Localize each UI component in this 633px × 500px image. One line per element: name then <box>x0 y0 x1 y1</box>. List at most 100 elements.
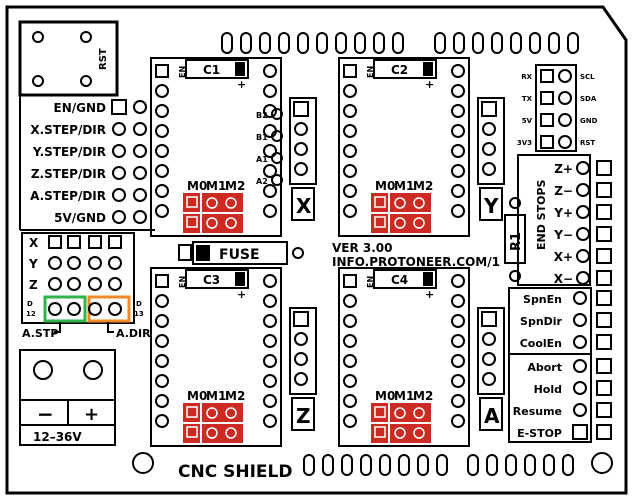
round-pad <box>271 152 283 164</box>
motor-connector <box>477 307 505 395</box>
a-step-label: A.STP <box>22 327 58 340</box>
round-pad <box>573 335 587 349</box>
square-pad <box>596 290 612 306</box>
microstep-label: M1 <box>394 179 414 193</box>
round-pad <box>482 352 496 366</box>
square-pad <box>343 274 357 288</box>
round-pad <box>294 332 308 346</box>
microstep-label: M2 <box>225 179 245 193</box>
axis-label-box <box>291 187 315 221</box>
d12-label-num: 12 <box>26 310 36 318</box>
control-pin-label: Abort <box>527 361 562 374</box>
round-pad <box>451 414 465 428</box>
round-pad <box>573 381 587 395</box>
header-pin <box>341 454 353 476</box>
round-pad <box>133 100 147 114</box>
i2c-pin-label: SDA <box>580 95 597 103</box>
round-pad <box>133 210 147 224</box>
side-pin-label: A2 <box>256 177 268 186</box>
round-pad <box>558 69 572 83</box>
round-pad <box>88 256 102 270</box>
d12-label-d: D <box>27 300 33 308</box>
square-pad <box>572 424 588 440</box>
stepper-driver-sockets: C1+ENM0M1M2XC2+ENM0M1M2YC3+ENM0M1M2ZC4+E… <box>150 57 505 447</box>
control-pin-label: CoolEn <box>520 337 562 350</box>
header-pin <box>567 32 579 54</box>
serial-pin-label: 5V <box>522 117 533 125</box>
square-pad <box>540 135 554 149</box>
square-pad <box>596 226 612 242</box>
round-pad <box>576 249 590 263</box>
header-pin <box>379 454 391 476</box>
website-label: INFO.PROTONEER.COM/1 <box>332 255 500 269</box>
round-pad <box>155 334 169 348</box>
capacitor <box>185 269 249 289</box>
axis-select-jumpers: D 12 D 13 A.STP A.DIR XYZ <box>21 232 151 340</box>
round-pad <box>263 184 277 198</box>
round-pad <box>482 162 496 176</box>
square-pad <box>155 64 169 78</box>
square-pad <box>343 64 357 78</box>
round-pad <box>482 332 496 346</box>
round-pad <box>88 277 102 291</box>
round-pad <box>155 144 169 158</box>
left-pin-label: 5V/GND <box>54 211 106 225</box>
header-pin <box>354 32 366 54</box>
board-outline <box>5 5 628 495</box>
d13-label-num: 13 <box>134 310 144 318</box>
square-pad <box>88 235 102 249</box>
round-pad <box>263 414 277 428</box>
square-pad <box>108 235 122 249</box>
round-pad <box>573 313 587 327</box>
bottom-header-pins <box>303 454 574 476</box>
en-label: EN <box>366 276 375 288</box>
control-pin-label: Resume <box>513 405 562 418</box>
round-pad <box>133 188 147 202</box>
left-pin-label: A.STEP/DIR <box>30 189 106 203</box>
round-pad <box>67 256 81 270</box>
header-pin <box>543 454 555 476</box>
power-terminal: − + 12–36V <box>19 349 116 446</box>
round-pad <box>294 122 308 136</box>
round-pad <box>558 113 572 127</box>
i2c-pin-label: GND <box>580 117 598 125</box>
left-pin-label: X.STEP/DIR <box>30 123 106 137</box>
motor-connector <box>477 97 505 185</box>
square-pad <box>596 160 612 176</box>
end-stop-label: X+ <box>554 250 573 264</box>
round-pad <box>482 372 496 386</box>
square-pad <box>596 334 612 350</box>
round-pad <box>573 359 587 373</box>
round-pad <box>263 64 277 78</box>
round-pad <box>343 294 357 308</box>
header-pin <box>491 32 503 54</box>
header-pin <box>259 32 271 54</box>
round-pad <box>294 162 308 176</box>
d13-label-d: D <box>136 300 142 308</box>
round-pad <box>451 84 465 98</box>
microstep-label: M0 <box>375 389 395 403</box>
square-pad <box>481 101 497 117</box>
square-pad <box>111 99 127 115</box>
mounting-hole <box>132 452 154 474</box>
header-pin <box>360 454 372 476</box>
round-pad <box>155 204 169 218</box>
round-pad <box>88 302 102 316</box>
round-pad <box>67 302 81 316</box>
a-step-jumper-highlight <box>43 295 87 323</box>
capacitor-label: C1 <box>203 63 220 77</box>
round-pad <box>155 374 169 388</box>
left-pin-label: Y.STEP/DIR <box>32 145 106 159</box>
round-pad <box>294 372 308 386</box>
power-minus-label: − <box>37 402 54 426</box>
round-pad <box>155 84 169 98</box>
version-label: VER 3.00 <box>332 241 393 255</box>
round-pad <box>271 174 283 186</box>
header-pin <box>467 454 479 476</box>
round-pad <box>263 314 277 328</box>
microstep-label: M2 <box>413 179 433 193</box>
round-pad <box>294 352 308 366</box>
